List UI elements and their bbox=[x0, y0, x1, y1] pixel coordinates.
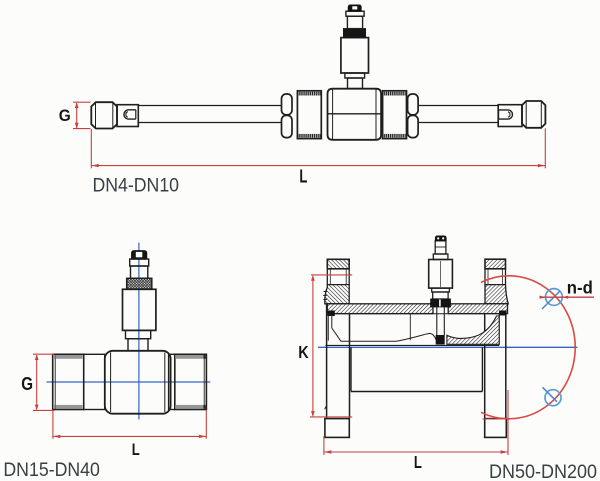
svg-text:L: L bbox=[132, 440, 140, 459]
svg-text:G: G bbox=[59, 107, 71, 125]
svg-text:n-d: n-d bbox=[567, 277, 593, 297]
svg-text:L: L bbox=[414, 452, 422, 472]
svg-text:DN4-DN10: DN4-DN10 bbox=[93, 176, 180, 197]
svg-text:L: L bbox=[299, 166, 307, 186]
svg-text:DN50-DN200: DN50-DN200 bbox=[489, 462, 597, 481]
svg-text:G: G bbox=[21, 374, 33, 394]
svg-text:DN15-DN40: DN15-DN40 bbox=[3, 460, 100, 481]
svg-text:K: K bbox=[298, 342, 309, 362]
